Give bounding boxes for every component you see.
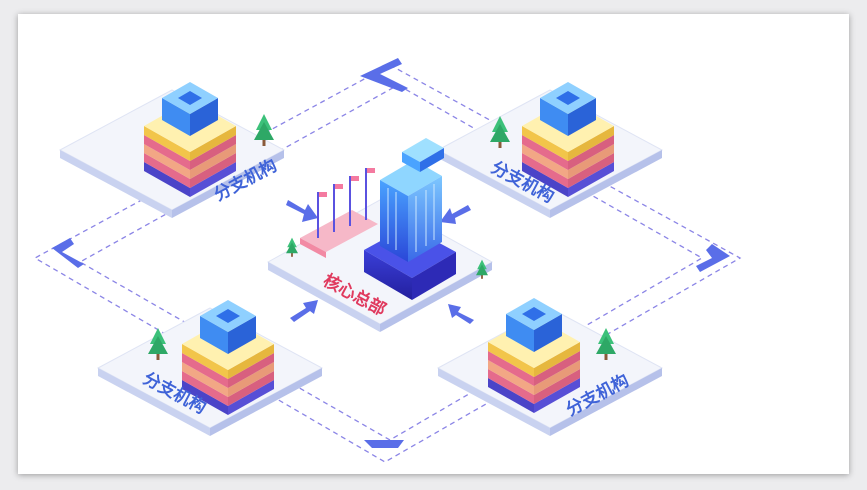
ring-arrow-top <box>360 58 408 92</box>
tree-icon <box>254 114 274 146</box>
hub-flags <box>317 168 367 238</box>
arrow-from-top-right <box>440 205 471 224</box>
ring-arrow-right <box>696 244 730 272</box>
branch-bottom-left: 分支机构 <box>96 300 324 436</box>
tree-icon <box>596 328 616 360</box>
ring-arrow-bottom <box>364 440 404 448</box>
branch-building <box>144 82 236 197</box>
branch-bottom-right: 分支机构 <box>436 298 664 436</box>
ring-arrow-left <box>52 238 84 268</box>
hub-arrows <box>286 200 474 324</box>
arrow-from-bottom-right <box>448 304 474 324</box>
tree-icon <box>148 328 168 360</box>
hub-tower <box>380 138 444 262</box>
arrow-from-bottom-left <box>290 300 318 322</box>
hub-flag-banners <box>319 168 375 197</box>
branch-building <box>488 298 580 413</box>
branch-top-left: 分支机构 <box>58 82 286 218</box>
branch-building <box>182 300 274 415</box>
tree-icon <box>490 116 510 148</box>
arrow-from-top-left <box>286 200 318 222</box>
tree-icon <box>476 259 488 279</box>
branch-building <box>522 82 614 197</box>
branch-top-right: 分支机构 <box>436 82 664 218</box>
tree-icon <box>286 237 298 257</box>
ring-arrows <box>52 58 730 448</box>
